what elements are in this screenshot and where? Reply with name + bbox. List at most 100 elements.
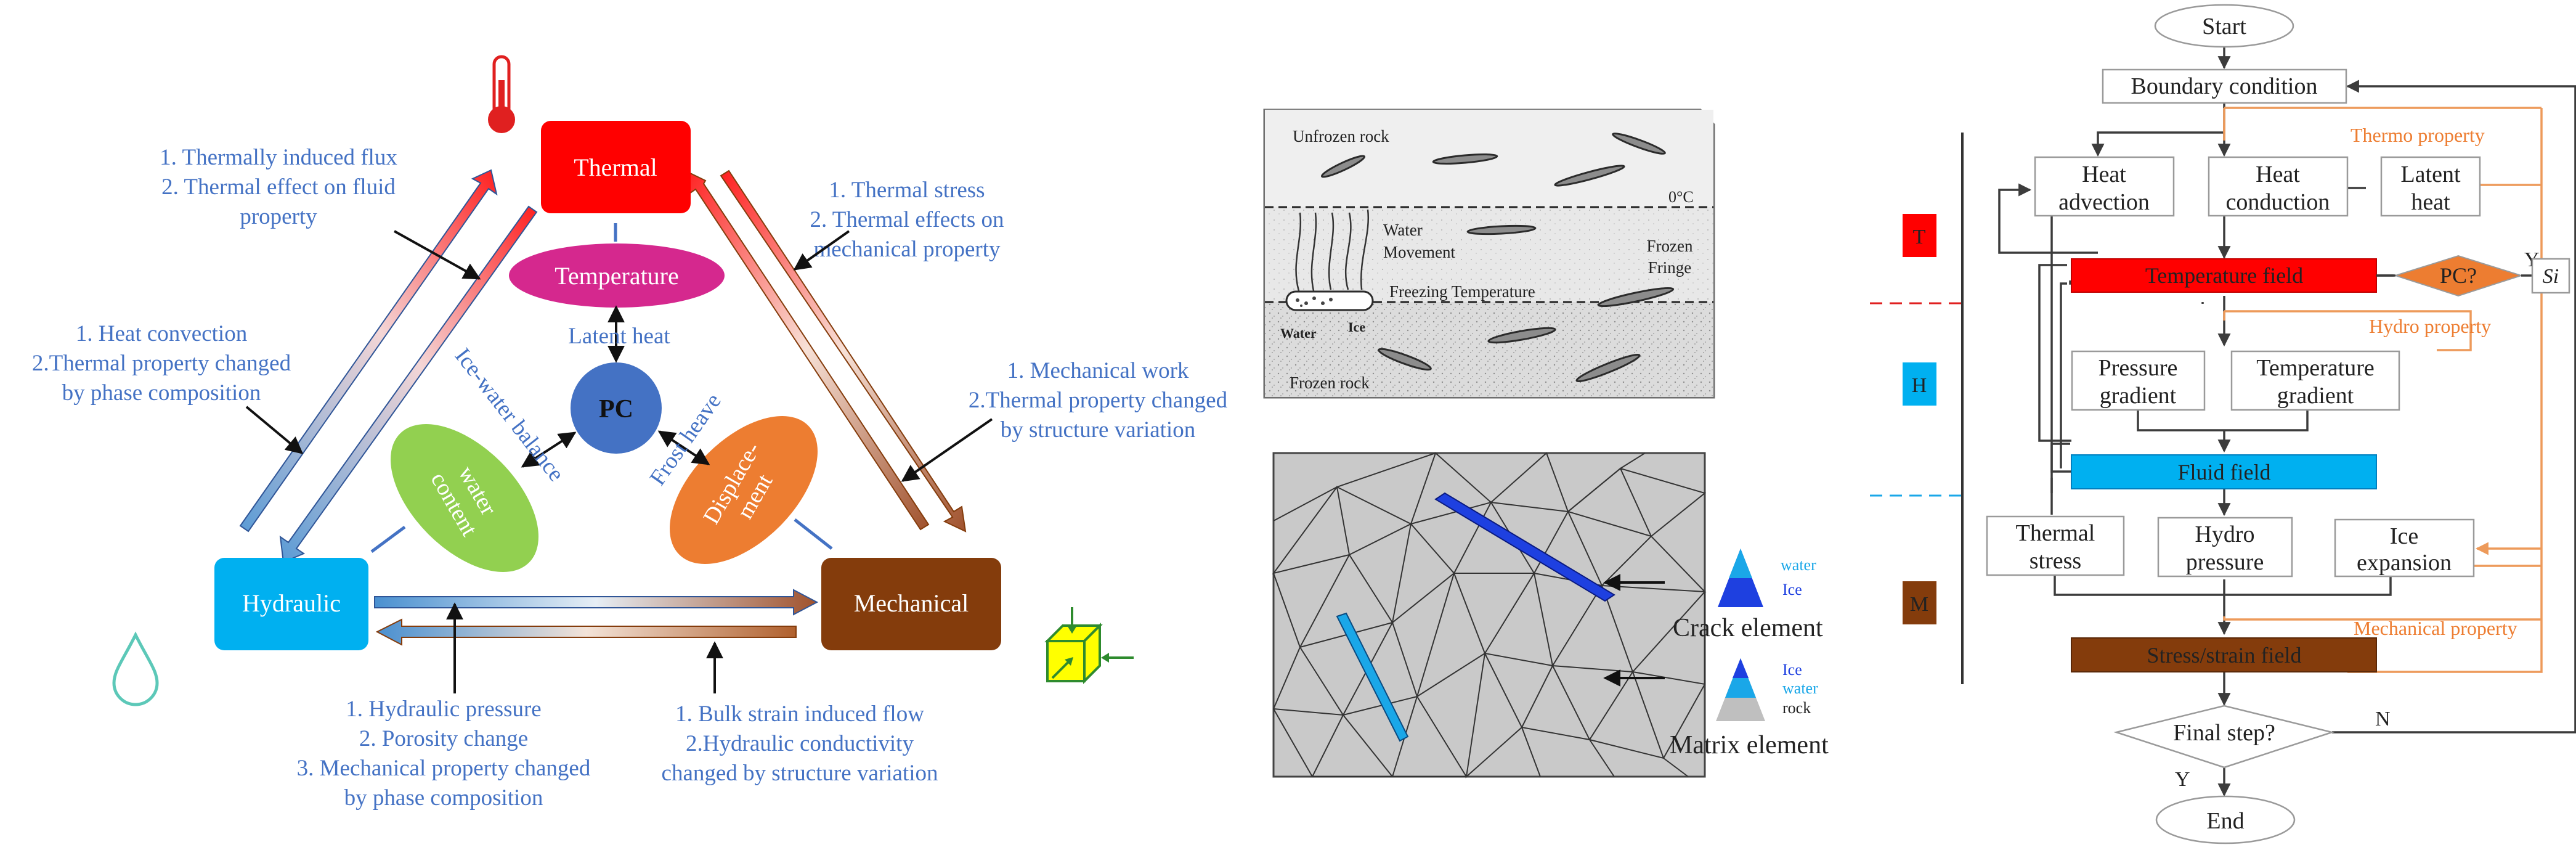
thermal-stress-box: Thermal stress [1986, 515, 2125, 576]
temperature-label: Temperature [555, 262, 679, 290]
note-line: 3. Mechanical property changed [297, 756, 591, 781]
note-line: 2.Hydraulic conductivity [686, 731, 914, 756]
ice-expansion-label: Ice [2390, 523, 2418, 549]
temperature-gradient-label: gradient [2277, 383, 2354, 409]
heat-advection-label: Heat [2082, 161, 2126, 187]
note-line: 1. Heat convection [76, 321, 247, 346]
pc-circle: PC [571, 362, 662, 454]
note-line: 2.Thermal property changed [969, 388, 1228, 413]
note-line: changed by structure variation [662, 761, 938, 786]
note-line: 2.Thermal property changed [32, 351, 291, 376]
note-line: 1. Hydraulic pressure [346, 697, 541, 722]
temperature-field-bar: Temperature field [2071, 258, 2377, 293]
mechanical-property-label: Mechanical property [2354, 617, 2517, 639]
note-line: 1. Mechanical work [1007, 358, 1189, 383]
heat-conduction-box: Heat conduction [2208, 156, 2349, 217]
note-line: 2. Thermal effect on fluid [161, 174, 396, 200]
flow-connectors [1998, 43, 2576, 797]
displacement-ellipse: Displace- ment [670, 416, 818, 564]
side-label-h: H [1903, 362, 1936, 406]
flowchart-panel: T H M [1870, 4, 2576, 844]
fluid-field-bar: Fluid field [2071, 454, 2377, 489]
note-line: by phase composition [62, 380, 261, 406]
crack-legend-water: water [1781, 556, 1816, 574]
heat-advection-box: Heat advection [2034, 156, 2175, 217]
end-label: End [2206, 808, 2244, 834]
note-pointer-arrow [793, 230, 850, 271]
frozen-fringe-label: Frozen [1647, 237, 1693, 255]
rock-crack-set [1320, 133, 1675, 383]
stress-field-bar: Stress/strain field [2071, 637, 2377, 672]
rock-freezing-panel: Unfrozen rock 0°C Water Movement Frozen … [1263, 108, 1715, 399]
water-label: Water [1280, 325, 1317, 341]
side-label-t: T [1903, 214, 1936, 257]
pc-question-label: PC? [2440, 263, 2477, 288]
mechanical-displacement-connector [794, 518, 833, 550]
water-movement-streams [1295, 209, 1370, 292]
arrow-mechanical-to-thermal [683, 169, 930, 531]
start-node: Start [2154, 4, 2294, 48]
heat-advection-label: advection [2058, 189, 2150, 215]
arrow-hydraulic-to-thermal [239, 169, 498, 533]
hydro-pressure-box: Hydro pressure [2157, 517, 2293, 578]
crack-legend-triangle: water Ice [1718, 549, 1816, 607]
side-label-t-text: T [1913, 226, 1926, 248]
note-mechanical-work: 1. Mechanical work 2.Thermal property ch… [901, 358, 1228, 482]
latent-heat-label: Latent heat [568, 324, 670, 349]
thm-coupling-panel: Thermal Hydraulic Mechanical Temperature… [32, 55, 1228, 811]
note-hydraulic-pressure: 1. Hydraulic pressure 2. Porosity change… [297, 602, 591, 811]
note-line: by structure variation [1001, 417, 1195, 443]
note-pointer-arrow [245, 406, 304, 454]
thermometer-icon [488, 55, 515, 133]
final-no-label: N [2375, 708, 2391, 730]
hydraulic-label: Hydraulic [242, 589, 341, 617]
crack-element-shape-1 [1434, 492, 1615, 602]
note-pointer-arrow [901, 418, 993, 482]
hydro-pressure-label: Hydro [2195, 521, 2254, 547]
note-line: property [240, 204, 317, 229]
side-label-m: M [1903, 581, 1936, 624]
water-movement-label: Water [1383, 221, 1423, 239]
thermal-stress-label: stress [2030, 548, 2081, 574]
temperature-gradient-box: Temperature gradient [2230, 350, 2400, 411]
pressure-gradient-label: Pressure [2099, 355, 2178, 381]
end-node: End [2155, 795, 2296, 844]
arrow-mechanical-to-hydraulic [375, 618, 797, 646]
hydro-property-label: Hydro property [2369, 315, 2491, 337]
hydraulic-box: Hydraulic [214, 558, 368, 650]
ice-expansion-label: expansion [2357, 550, 2452, 576]
note-pointer-arrow [394, 230, 481, 280]
side-label-h-text: H [1912, 374, 1927, 397]
note-line: 2. Porosity change [359, 726, 528, 751]
mesh-panel: water Ice Crack element Ice water rock M… [1272, 452, 1829, 778]
note-thermal-effect: 1. Thermally induced flux 2. Thermal eff… [160, 145, 481, 280]
temperature-ellipse: Temperature [509, 243, 725, 308]
matrix-legend-triangle: Ice water rock [1716, 658, 1818, 721]
pc-decision: PC? [2393, 255, 2524, 297]
matrix-legend-water: water [1782, 679, 1818, 697]
temperature-gradient-label: Temperature [2256, 355, 2374, 381]
thermo-property-label: Thermo property [2350, 124, 2485, 146]
ice-expansion-box: Ice expansion [2334, 518, 2475, 578]
pc-water-double-arrow [521, 431, 577, 468]
note-line: 2. Thermal effects on [810, 207, 1004, 232]
zero-degree-label: 0°C [1668, 188, 1694, 206]
latent-heat-box-label: Latent [2400, 161, 2461, 187]
si-box: Si [2531, 258, 2570, 294]
fluid-field-label: Fluid field [2178, 460, 2271, 484]
matrix-legend-rock: rock [1782, 699, 1811, 717]
hydro-pressure-label: pressure [2186, 549, 2264, 575]
stress-field-label: Stress/strain field [2147, 643, 2302, 668]
water-drop-icon [112, 631, 159, 706]
water-movement-label: Movement [1383, 243, 1455, 261]
boundary-label: Boundary condition [2131, 73, 2318, 99]
note-thermal-stress: 1. Thermal stress 2. Thermal effects on … [793, 178, 1004, 271]
note-line: by phase composition [344, 785, 543, 811]
freezing-temperature-label: Freezing Temperature [1389, 282, 1535, 301]
note-line: 1. Thermal stress [829, 178, 985, 203]
final-step-decision: Final step? [2113, 705, 2335, 769]
cube-stress-icon [1044, 607, 1134, 684]
ice-lens [1285, 290, 1374, 311]
crack-legend-ice: Ice [1782, 581, 1802, 599]
mechanical-box: Mechanical [821, 558, 1001, 650]
